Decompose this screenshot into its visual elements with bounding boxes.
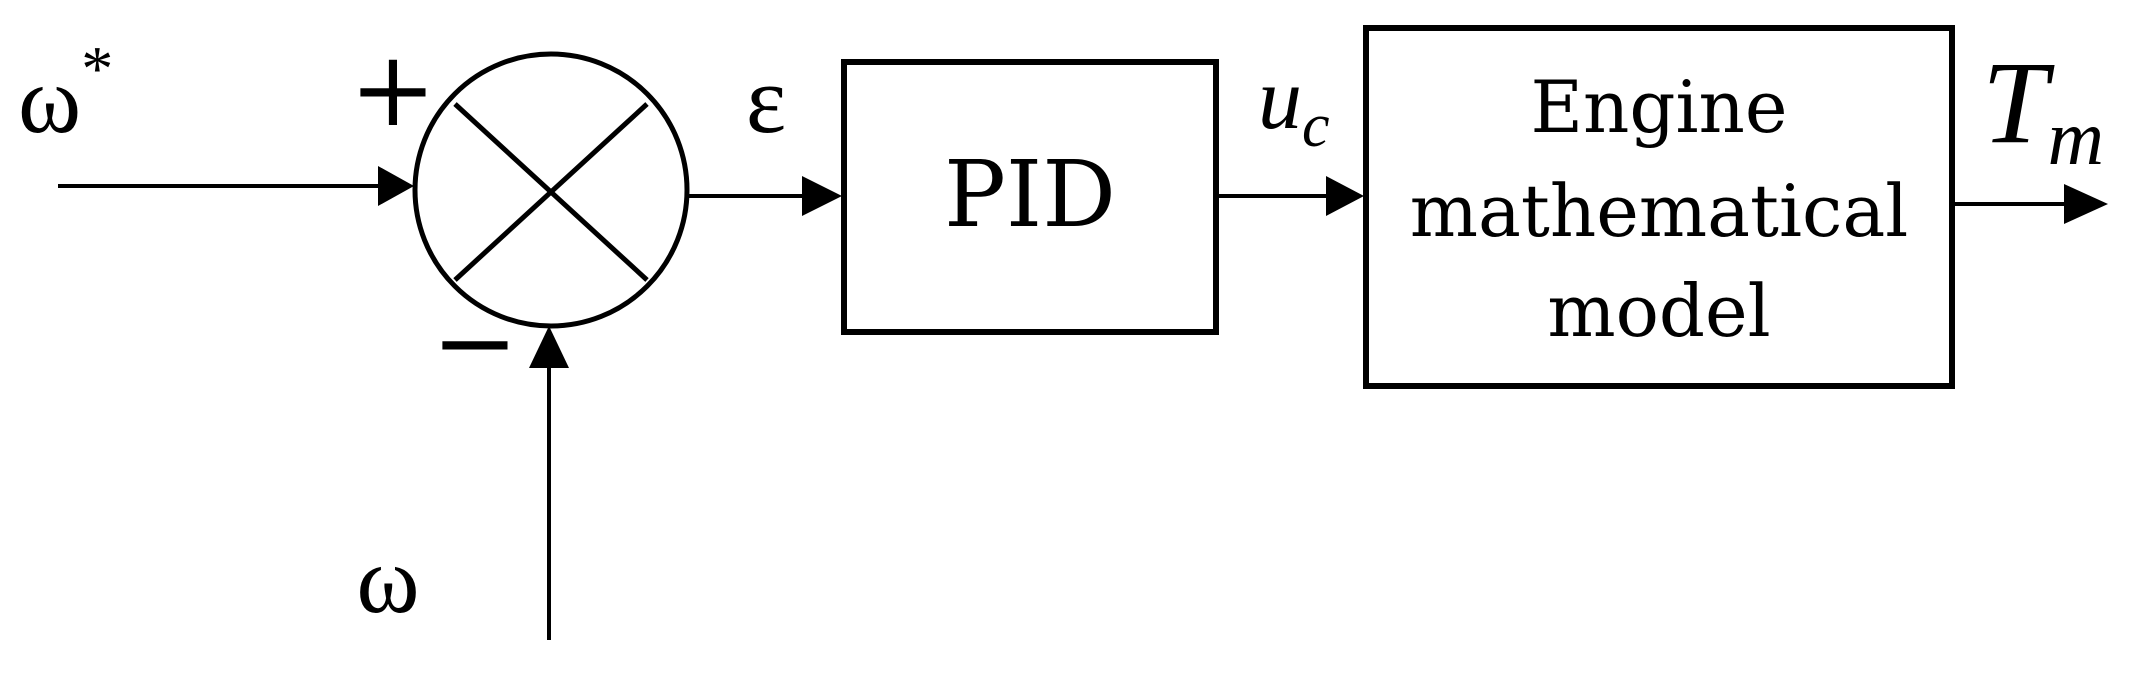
output-signal-subscript: m bbox=[2048, 94, 2104, 181]
error-signal-arrowhead bbox=[802, 176, 842, 216]
pid-block-frame bbox=[841, 59, 1219, 335]
output-signal-base: T bbox=[1982, 37, 2055, 168]
reference-input-label: ω* bbox=[18, 33, 113, 153]
output-signal-label: Tm bbox=[1982, 37, 2104, 181]
engine-model-label-line-3: model bbox=[1547, 269, 1770, 353]
control-signal-subscript: c bbox=[1302, 92, 1330, 160]
engine-model-block: Engine mathematical model bbox=[1363, 25, 1955, 389]
summing-junction-circle bbox=[412, 51, 690, 329]
engine-model-label-line-1: Engine bbox=[1530, 65, 1787, 149]
reference-input-superscript: * bbox=[81, 33, 113, 104]
plus-sign: + bbox=[349, 28, 436, 150]
summing-junction-cross-b bbox=[453, 102, 649, 282]
control-signal-label: uc bbox=[1258, 51, 1330, 160]
reference-signal-arrowhead bbox=[378, 166, 414, 206]
control-signal-arrowhead bbox=[1326, 176, 1364, 216]
control-signal-base: u bbox=[1258, 51, 1302, 148]
minus-sign: − bbox=[431, 281, 518, 403]
feedback-signal-arrowhead bbox=[529, 326, 569, 368]
pid-block: PID bbox=[841, 59, 1219, 335]
pid-block-label: PID bbox=[944, 141, 1116, 248]
error-signal-label: ε bbox=[746, 46, 786, 153]
engine-model-block-frame bbox=[1363, 25, 1955, 389]
output-signal-arrowhead bbox=[2064, 184, 2108, 224]
engine-model-label-line-2: mathematical bbox=[1410, 169, 1909, 253]
feedback-input-label: ω bbox=[356, 526, 419, 633]
summing-junction bbox=[412, 51, 690, 329]
reference-input-symbol: ω bbox=[18, 46, 81, 153]
